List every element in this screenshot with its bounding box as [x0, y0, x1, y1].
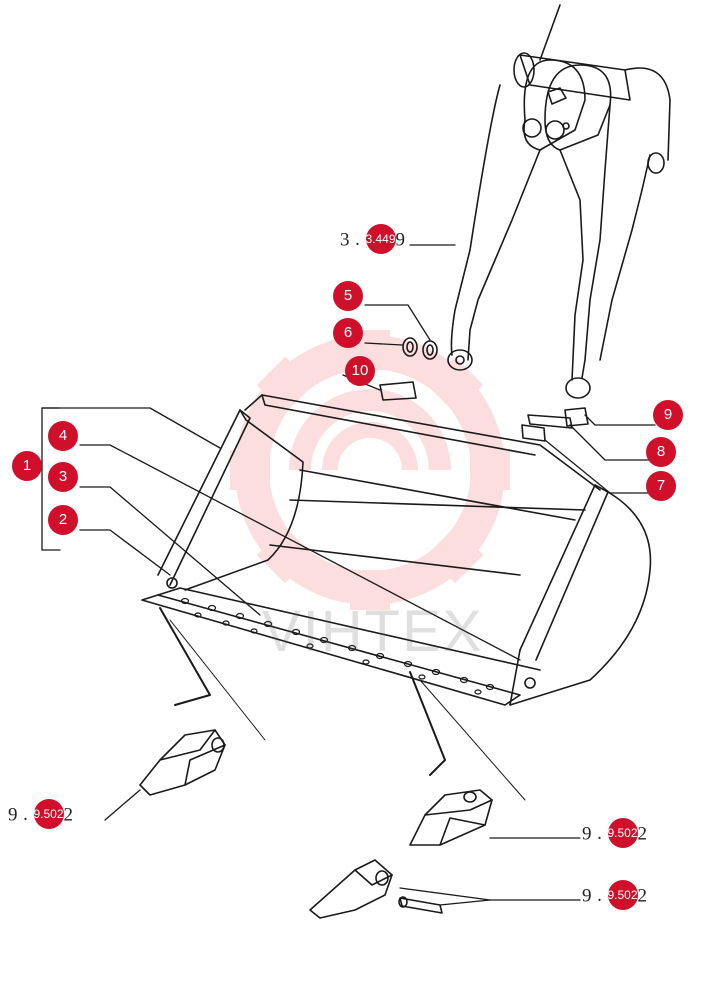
ref-arm-dot: .	[355, 229, 360, 251]
callout-4: 4	[48, 421, 78, 451]
ref-tooth-right-bottom-dot: .	[597, 885, 602, 907]
plate-10	[379, 381, 417, 401]
ref-tooth-right-bottom-code: 9.502	[607, 880, 638, 910]
callout-5: 5	[333, 281, 363, 311]
ref-arm-code: 3.449	[365, 224, 396, 254]
callout-7: 7	[646, 471, 676, 501]
callout-6: 6	[333, 318, 363, 348]
tooth-right-bottom	[309, 859, 443, 919]
ref-tooth-right-top: 9.9.5022	[582, 818, 648, 848]
bucket	[141, 394, 652, 706]
ref-arm: 3.3.4499	[340, 224, 406, 254]
callout-9: 9	[653, 400, 683, 430]
ref-arm-lead: 3	[340, 229, 350, 251]
bushing	[422, 340, 438, 360]
callout-10: 10	[345, 356, 375, 386]
ref-tooth-right-bottom-tail: 2	[637, 885, 648, 907]
washer	[402, 337, 418, 357]
callout-2: 2	[48, 505, 78, 535]
ref-tooth-right-top-tail: 2	[637, 823, 648, 845]
ref-tooth-left-lead: 9	[8, 804, 18, 826]
watermark-text: VIHTEX	[262, 599, 484, 664]
callout-3: 3	[48, 462, 78, 492]
ref-tooth-right-top-dot: .	[597, 823, 602, 845]
ref-tooth-right-bottom-lead: 9	[582, 885, 592, 907]
callout-8: 8	[646, 437, 676, 467]
ref-tooth-left-tail: 2	[63, 804, 74, 826]
callout-1: 1	[12, 451, 42, 481]
plate-8	[527, 414, 573, 429]
ref-tooth-left: 9.9.5022	[8, 799, 74, 829]
plate-9	[564, 407, 589, 427]
leader-lines	[41, 244, 656, 906]
ref-tooth-right-bottom: 9.9.5022	[582, 880, 648, 910]
tooth-left	[139, 729, 226, 796]
ref-tooth-left-code: 9.502	[33, 799, 64, 829]
plate-7	[521, 424, 546, 442]
ref-arm-tail: 9	[395, 229, 406, 251]
ref-tooth-right-top-lead: 9	[582, 823, 592, 845]
tooth-right-top	[409, 789, 493, 846]
ref-tooth-right-top-code: 9.502	[607, 818, 638, 848]
loader-arm-assembly	[447, 4, 671, 399]
ref-tooth-left-dot: .	[23, 804, 28, 826]
